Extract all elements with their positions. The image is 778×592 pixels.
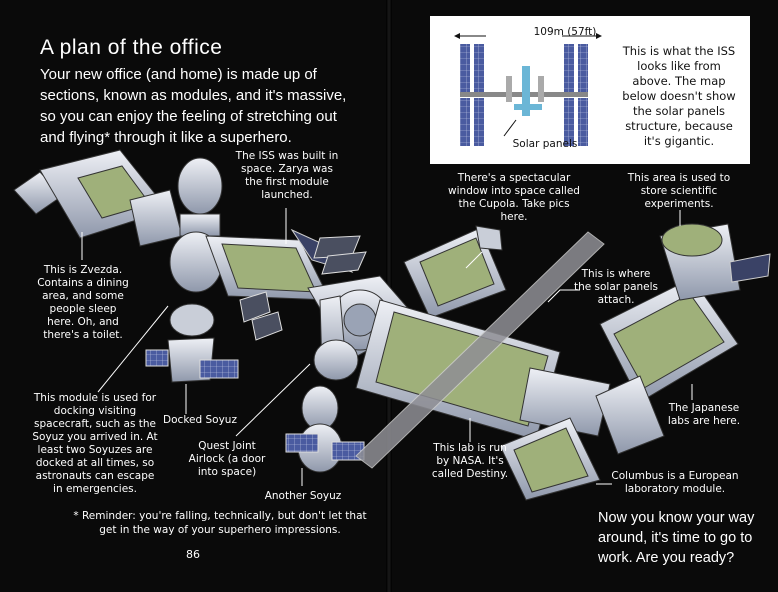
footnote: * Reminder: you're falling, technically,… [73,510,367,536]
columbus-label: Columbus is a European laboratory module… [611,470,739,495]
cupola-tranquility [403,225,507,319]
columbus-module [499,417,601,501]
solar-truss [355,231,605,469]
japanese-storage [659,223,771,301]
page-number: 86 [186,548,200,561]
destiny-label: This lab is run by NASA. It's called Des… [431,442,509,480]
solar-attach-label: This is where the solar panels attach. [573,268,659,306]
docked-soyuz-panels [145,349,239,379]
page-title: A plan of the office [40,36,223,59]
inset-description: This is what the ISS looks like from abo… [622,44,736,148]
cupola-label: There's a spectacular window into space … [448,172,580,223]
intro-paragraph: Your new office (and home) is made up of… [40,66,347,146]
solar-panels-label: Solar panels [512,138,578,150]
zvezda-label: This is Zvezda. Contains a dining area, … [37,264,129,341]
docking-module-label: This module is used for docking visiting… [32,392,158,495]
zarya-solar-fins [239,235,367,341]
quest-airlock-label: Quest Joint Airlock (a door into space) [188,440,266,478]
closing-text: Now you know your way around, it's time … [598,510,755,566]
experiments-storage-label: This area is used to store scientific ex… [627,172,731,210]
leader-lines [81,208,693,486]
japanese-lab [595,277,739,455]
docked-soyuz-label: Docked Soyuz [163,414,237,426]
width-dimension: 109m (57ft) [533,26,597,38]
bottom-soyuz [285,385,365,473]
iss-top-view-inset: 109m (57ft) Solar panels This is what th… [430,16,750,164]
zarya-label: The ISS was built in space. Zarya was th… [235,150,339,201]
another-soyuz-label: Another Soyuz [264,490,342,502]
harmony-node [519,367,611,437]
zvezda-module [13,149,183,247]
top-soyuz-stack [167,157,223,383]
japanese-labs-label: The Japanese labs are here. [667,402,741,427]
iss-top-view-diagram [454,33,602,146]
